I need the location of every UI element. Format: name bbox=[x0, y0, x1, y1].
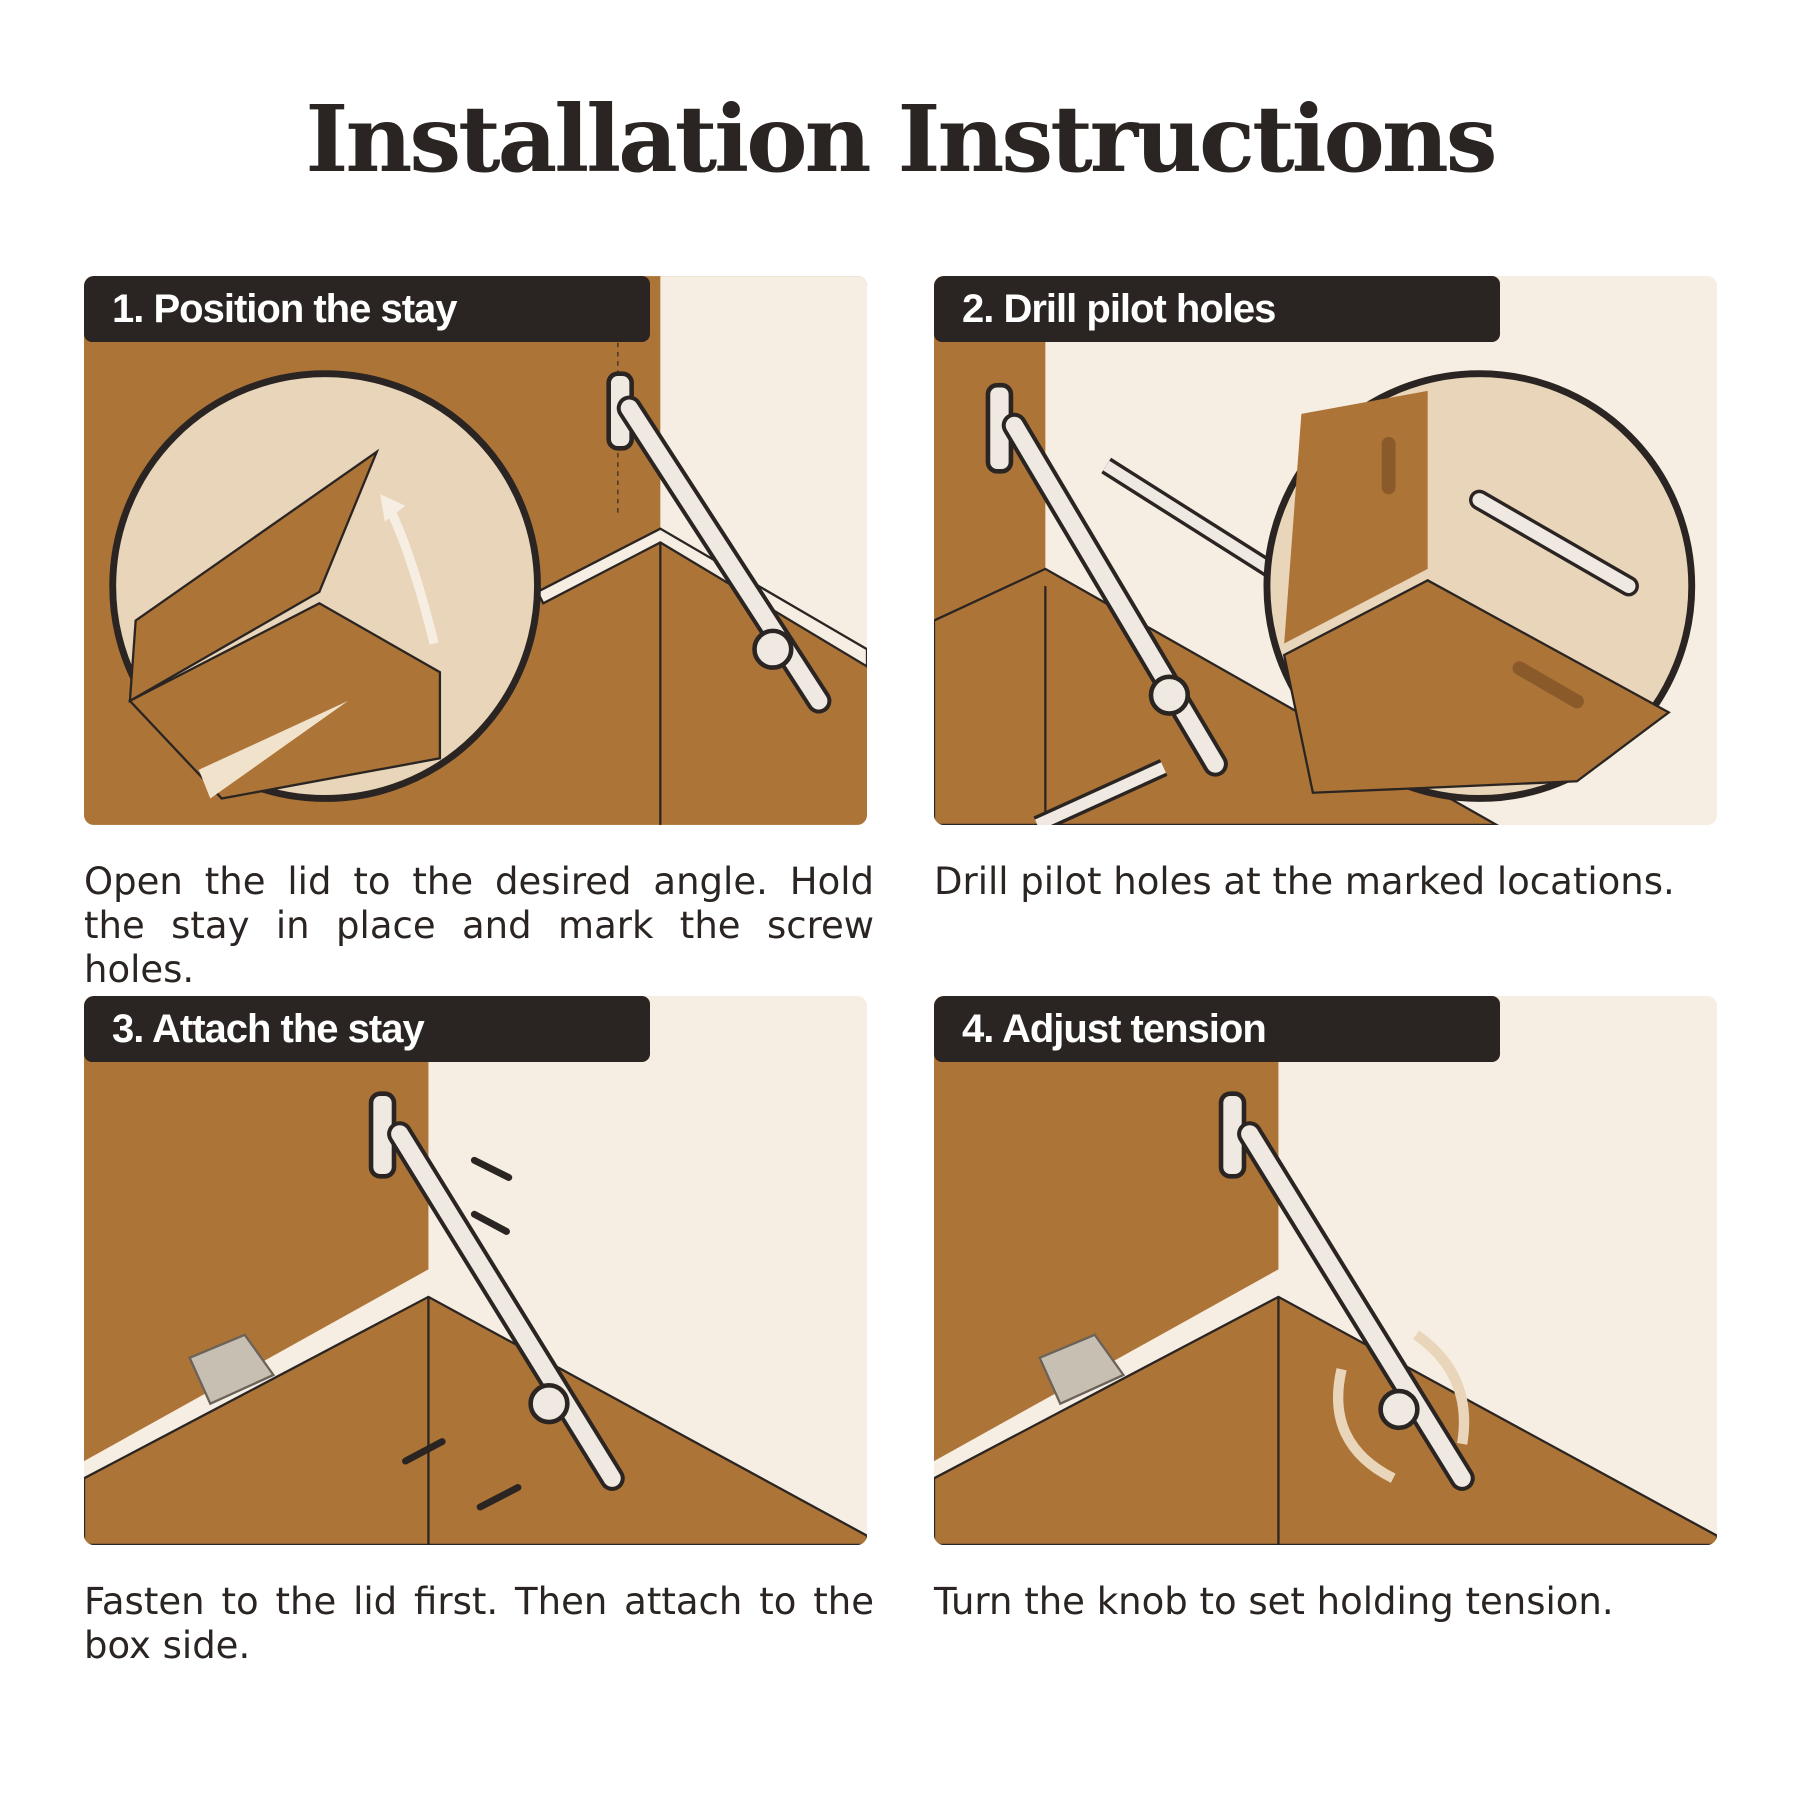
lid-stay-icon bbox=[1218, 1091, 1475, 1491]
lid-stay-icon bbox=[368, 1091, 625, 1491]
step-1-caption: Open the lid to the desired angle. Hold … bbox=[84, 860, 874, 991]
lid-stay-position-drawing bbox=[84, 276, 867, 825]
pencil-icon bbox=[1033, 457, 1284, 825]
adjust-tension-drawing bbox=[934, 996, 1717, 1545]
magnified-box-lid-icon bbox=[109, 370, 541, 802]
step-4-illustration: 4. Adjust tension bbox=[934, 996, 1717, 1545]
step-3-illustration: 3. Attach the stay bbox=[84, 996, 867, 1545]
step-1-illustration: 1. Position the stay bbox=[84, 276, 867, 825]
hinge-icon bbox=[1038, 1333, 1126, 1406]
step-4-label: 4. Adjust tension bbox=[934, 996, 1500, 1062]
step-2-caption: Drill pilot holes at the marked location… bbox=[934, 860, 1675, 903]
lid-stay-icon bbox=[606, 371, 832, 714]
hinge-icon bbox=[188, 1333, 276, 1406]
lid-stay-icon bbox=[985, 382, 1228, 777]
step-4-caption: Turn the knob to set holding tension. bbox=[934, 1580, 1614, 1623]
step-2-illustration: 2. Drill pilot holes bbox=[934, 276, 1717, 825]
step-1-label: 1. Position the stay bbox=[84, 276, 650, 342]
step-3-caption: Fasten to the lid first. Then attach to … bbox=[84, 1580, 874, 1667]
page-title: Installation Instructions bbox=[305, 85, 1497, 193]
attach-stay-drawing bbox=[84, 996, 867, 1545]
drill-pilot-holes-drawing bbox=[934, 276, 1717, 825]
step-2-label: 2. Drill pilot holes bbox=[934, 276, 1500, 342]
step-3-label: 3. Attach the stay bbox=[84, 996, 650, 1062]
magnified-drill-icon bbox=[1263, 370, 1696, 802]
rotate-arrows-icon bbox=[1333, 1330, 1470, 1483]
screw-icons bbox=[402, 1156, 522, 1511]
